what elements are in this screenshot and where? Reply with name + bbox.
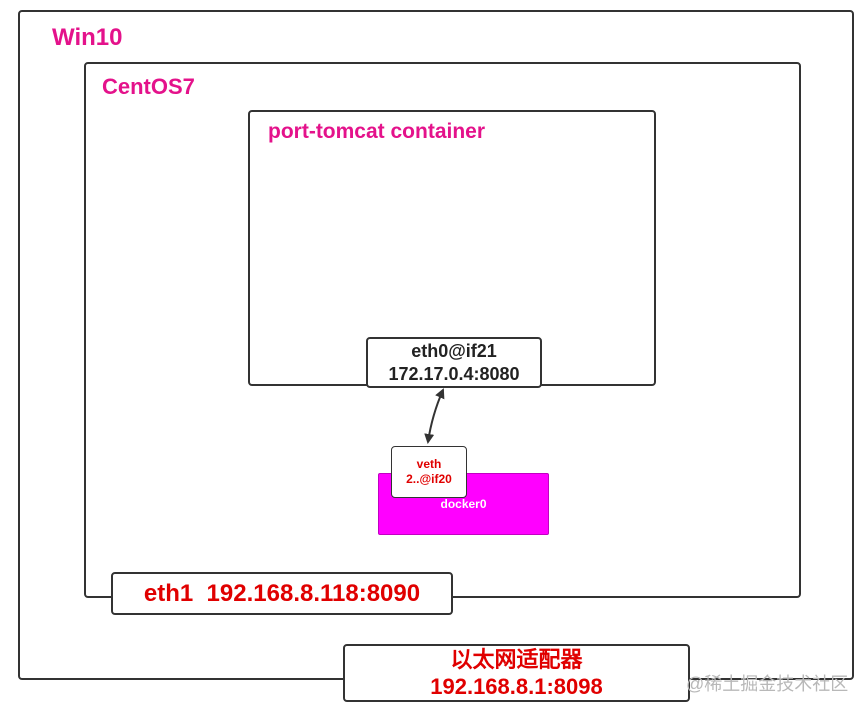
win10-label: Win10 (52, 24, 123, 51)
eth0-interface: eth0@if21 172.17.0.4:8080 (366, 337, 542, 388)
docker0-label: docker0 (440, 497, 487, 511)
eth0-name: eth0@if21 (411, 340, 497, 361)
ethernet-adapter: 以太网适配器 192.168.8.1:8098 (343, 644, 690, 702)
adapter-name: 以太网适配器 (450, 647, 583, 672)
watermark: @稀土掘金技术社区 (686, 674, 849, 694)
veth-name: veth (416, 457, 442, 471)
eth1-interface: eth1 192.168.8.118:8090 (111, 572, 453, 615)
veth-interface: veth 2..@if20 (391, 446, 467, 498)
container-label: port-tomcat container (268, 120, 486, 143)
adapter-address: 192.168.8.1:8098 (430, 674, 603, 699)
eth1-label: eth1 192.168.8.118:8090 (143, 579, 421, 607)
centos-label: CentOS7 (102, 74, 195, 99)
eth0-address: 172.17.0.4:8080 (388, 363, 520, 384)
veth-peer: 2..@if20 (406, 472, 452, 486)
